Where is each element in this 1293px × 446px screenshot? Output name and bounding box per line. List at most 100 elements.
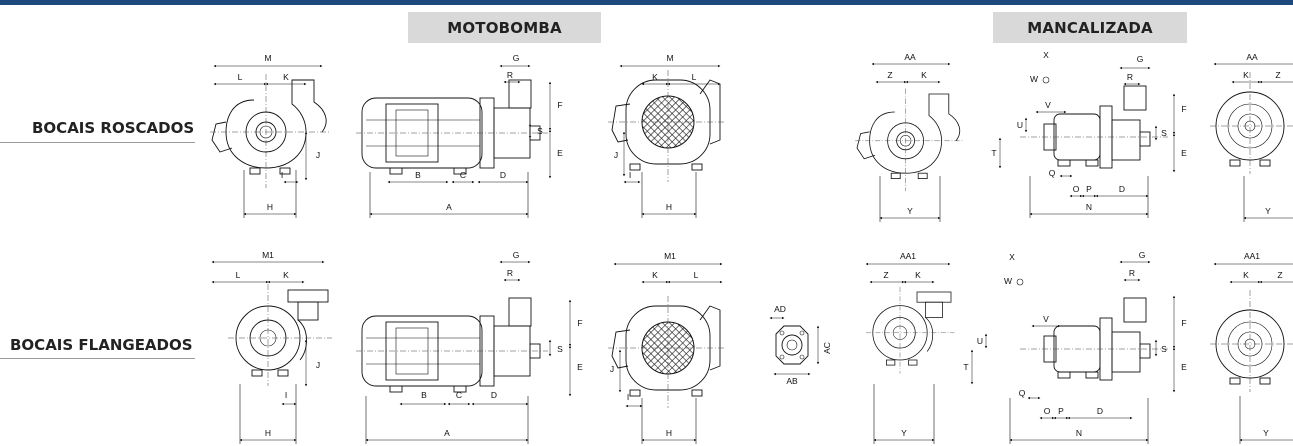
dim-label: D [491, 390, 497, 400]
dim-label: P [1086, 184, 1092, 194]
dim-label: W [1030, 74, 1038, 84]
dim-label: K [1243, 270, 1249, 280]
drawing-bearing-end-left-flanged [865, 286, 955, 374]
dim-label: AA1 [900, 251, 916, 261]
dim-label: B [421, 390, 427, 400]
row-label-flangeados-text: BOCAIS FLANGEADOS [10, 336, 193, 354]
drawing-bearing-end-right-threaded [1209, 71, 1293, 175]
dims-motor-end-threaded: M K L J I H [614, 53, 721, 218]
row-label-roscados: BOCAIS ROSCADOS [32, 114, 194, 142]
dim-label: AB [786, 376, 798, 386]
dim-label: G [1139, 250, 1146, 260]
dim-label: I [627, 392, 629, 402]
dim-label: H [666, 202, 672, 212]
dim-label: M [264, 53, 271, 63]
dim-label: P [1058, 406, 1064, 416]
dim-label: F [1181, 318, 1186, 328]
dim-label: L [694, 270, 699, 280]
drawing-bearing-end-right-flanged [1209, 289, 1293, 393]
dim-label: C [456, 390, 462, 400]
dim-label: Q [1049, 168, 1056, 178]
dim-label: E [577, 362, 583, 372]
dim-label: N [1076, 428, 1082, 438]
dim-label: R [507, 70, 513, 80]
dim-label: S [557, 344, 563, 354]
dim-label: AD [774, 304, 786, 314]
dim-label: L [236, 270, 241, 280]
drawing-motorpump-threaded [355, 79, 549, 175]
dim-label: O [1073, 184, 1080, 194]
dim-label: H [265, 428, 271, 438]
dim-label: U [1017, 120, 1023, 130]
dim-label: E [1181, 362, 1187, 372]
top-accent-bar [0, 0, 1293, 5]
drawing-flange-detail: AD AC AB [769, 304, 832, 386]
drawing-threaded-pump-front [209, 73, 331, 189]
dim-label: T [963, 362, 968, 372]
dim-label: Y [907, 206, 913, 216]
header-motobomba: MOTOBOMBA [408, 12, 601, 43]
dim-label: E [557, 148, 563, 158]
dim-label: Z [887, 70, 892, 80]
dim-label: Q [1019, 388, 1026, 398]
dim-label: X [1009, 252, 1015, 262]
dims-flanged-pump-front: M1 L K J I H [211, 250, 325, 444]
dim-label: Y [901, 428, 907, 438]
dim-label: AA1 [1244, 251, 1260, 261]
dim-label: W [1004, 276, 1012, 286]
dims-bearing-pump-threaded: X W G R V U T F E S Q O P D N [991, 50, 1187, 218]
dims-bearing-end-right-flanged: AA1 K Z Y [1213, 251, 1293, 444]
dim-label: AA [904, 52, 916, 62]
dim-label: M1 [262, 250, 274, 260]
header-motobomba-label: MOTOBOMBA [447, 18, 562, 37]
dim-label: A [444, 428, 450, 438]
drawing-motorpump-flanged [355, 297, 549, 393]
drawing-flanged-pump-front [227, 283, 333, 387]
dim-label: U [977, 336, 983, 346]
dim-label: T [991, 148, 996, 158]
dim-label: I [281, 170, 283, 180]
drawing-bearing-pump-threaded [1019, 85, 1169, 169]
dim-label: D [500, 170, 506, 180]
dim-label: K [283, 72, 289, 82]
dim-label: AA [1246, 52, 1258, 62]
dim-label: C [460, 170, 466, 180]
dim-label: Y [1263, 428, 1269, 438]
dim-label: J [316, 360, 320, 370]
dim-label: I [629, 170, 631, 180]
header-mancalizada-label: MANCALIZADA [1027, 18, 1153, 37]
dim-label: A [446, 202, 452, 212]
row-label-flangeados: BOCAIS FLANGEADOS [10, 331, 193, 359]
row-label-roscados-text: BOCAIS ROSCADOS [32, 119, 195, 137]
dim-label: O [1044, 406, 1051, 416]
dim-label: F [557, 100, 562, 110]
dim-label: E [1181, 148, 1187, 158]
dims-threaded-pump-front: M L K J I H [213, 53, 323, 218]
dims-motor-end-flanged: M1 K L J I H [610, 251, 723, 444]
dim-label: D [1119, 184, 1125, 194]
dim-label: G [513, 53, 520, 63]
dim-label: R [1127, 72, 1133, 82]
dim-label: D [1097, 406, 1103, 416]
drawing-motor-end-flanged [607, 295, 727, 409]
dim-label: R [507, 268, 513, 278]
dim-label: L [692, 72, 697, 82]
dim-label: G [1137, 54, 1144, 64]
dim-label: H [267, 202, 273, 212]
dim-label: F [1181, 104, 1186, 114]
dim-label: N [1086, 202, 1092, 212]
dim-label: H [666, 428, 672, 438]
dim-label: M1 [664, 251, 676, 261]
dim-label: B [415, 170, 421, 180]
dim-label: K [915, 270, 921, 280]
dim-label: J [614, 150, 618, 160]
dims-bearing-end-left-threaded: AA Z K Y [871, 52, 951, 222]
dims-bearing-end-right-threaded: AA K Z Y [1213, 52, 1293, 222]
dim-label: G [513, 250, 520, 260]
drawing-bearing-end-left-threaded [854, 88, 964, 192]
dim-label: K [283, 270, 289, 280]
dim-label: AC [822, 342, 832, 354]
row-divider-roscados [0, 142, 195, 143]
dim-label: L [238, 72, 243, 82]
